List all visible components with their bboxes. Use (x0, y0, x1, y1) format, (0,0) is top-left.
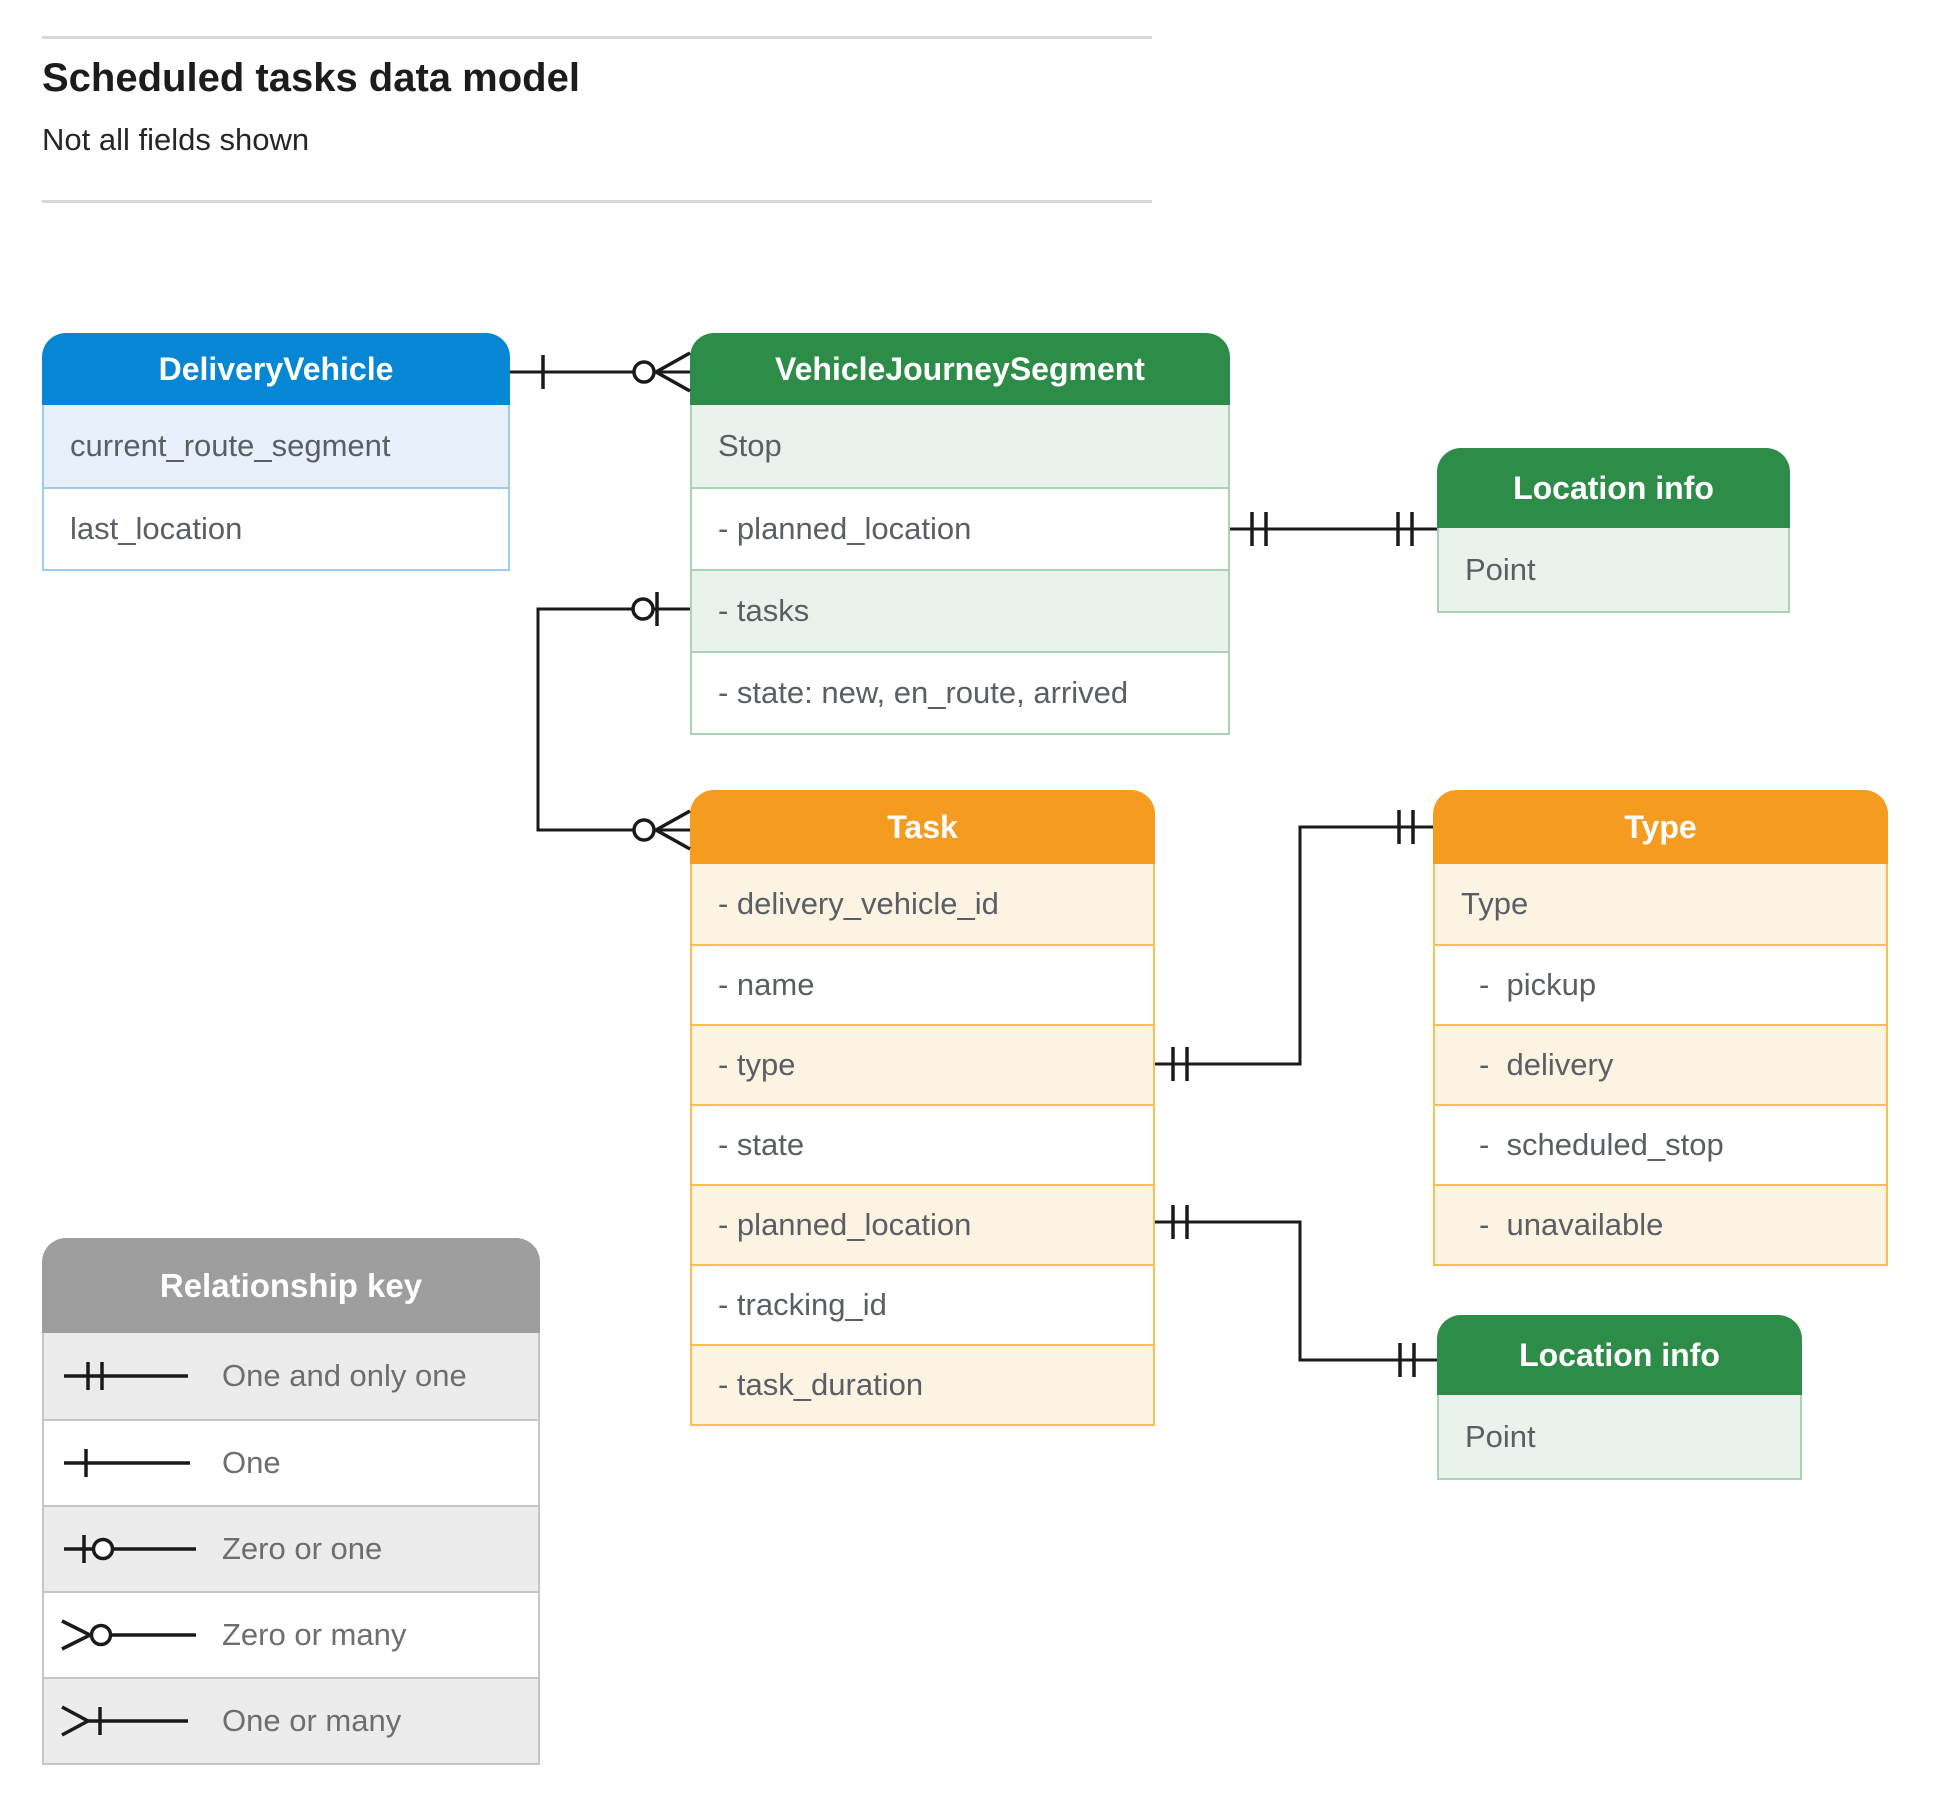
entity-task: Task - delivery_vehicle_id - name - type… (690, 790, 1155, 1426)
key-label: One and only one (222, 1358, 467, 1393)
zero-or-one-symbol (64, 1535, 196, 1563)
field-delivery-vehicle-id: - delivery_vehicle_id (692, 864, 1153, 944)
key-row-zero-or-many: Zero or many (44, 1591, 538, 1677)
entity-location-info-bottom-title: Location info (1437, 1315, 1802, 1395)
connector-segment-tasks-task (536, 592, 691, 851)
field-point: Point (1439, 1395, 1800, 1478)
entity-delivery-vehicle: DeliveryVehicle current_route_segment la… (42, 333, 510, 571)
field-delivery: - delivery (1435, 1024, 1886, 1104)
connector-task-type-type (1155, 810, 1433, 1081)
key-row-zero-or-one: Zero or one (44, 1505, 538, 1591)
connector-task-planned-location-locationinfo (1155, 1205, 1437, 1377)
key-row-one: One (44, 1419, 538, 1505)
connector-segment-planned-location-locationinfo (1230, 512, 1437, 546)
field-planned-location: - planned_location (692, 1184, 1153, 1264)
top-divider (42, 36, 1152, 39)
field-pickup: - pickup (1435, 944, 1886, 1024)
one-symbol (64, 1449, 190, 1477)
entity-location-info-top: Location info Point (1437, 448, 1790, 613)
key-label: Zero or many (222, 1617, 407, 1652)
entity-vehicle-journey-segment-title: VehicleJourneySegment (690, 333, 1230, 405)
one-or-many-symbol (61, 1705, 188, 1737)
field-point: Point (1439, 528, 1788, 611)
relationship-key: Relationship key One and only one One (42, 1238, 540, 1765)
field-tracking-id: - tracking_id (692, 1264, 1153, 1344)
page-subtitle: Not all fields shown (42, 122, 310, 157)
entity-type-title: Type (1433, 790, 1888, 864)
field-stop: Stop (692, 405, 1228, 487)
field-state: - state (692, 1104, 1153, 1184)
key-row-one-or-many: One or many (44, 1677, 538, 1763)
field-last-location: last_location (44, 487, 508, 569)
key-label: Zero or one (222, 1531, 383, 1566)
connector-deliveryvehicle-vehiclejourneysegment (510, 351, 691, 393)
key-label: One or many (222, 1703, 402, 1738)
key-row-one-and-only-one: One and only one (44, 1333, 538, 1419)
relationship-key-title: Relationship key (42, 1238, 540, 1333)
field-planned-location: - planned_location (692, 487, 1228, 569)
field-unavailable: - unavailable (1435, 1184, 1886, 1264)
entity-location-info-top-title: Location info (1437, 448, 1790, 528)
field-tasks: - tasks (692, 569, 1228, 651)
key-label: One (222, 1445, 281, 1480)
field-type-header: Type (1435, 864, 1886, 944)
page-title: Scheduled tasks data model (42, 56, 580, 100)
field-task-duration: - task_duration (692, 1344, 1153, 1424)
field-name: - name (692, 944, 1153, 1024)
entity-vehicle-journey-segment: VehicleJourneySegment Stop - planned_loc… (690, 333, 1230, 735)
field-state: - state: new, en_route, arrived (692, 651, 1228, 733)
entity-type: Type Type - pickup - delivery - schedule… (1433, 790, 1888, 1266)
field-scheduled-stop: - scheduled_stop (1435, 1104, 1886, 1184)
zero-or-many-symbol (61, 1619, 196, 1651)
entity-task-title: Task (690, 790, 1155, 864)
entity-location-info-bottom: Location info Point (1437, 1315, 1802, 1480)
field-type: - type (692, 1024, 1153, 1104)
entity-delivery-vehicle-title: DeliveryVehicle (42, 333, 510, 405)
field-current-route-segment: current_route_segment (44, 405, 508, 487)
subtitle-divider (42, 200, 1152, 203)
one-and-only-one-symbol (64, 1362, 188, 1390)
